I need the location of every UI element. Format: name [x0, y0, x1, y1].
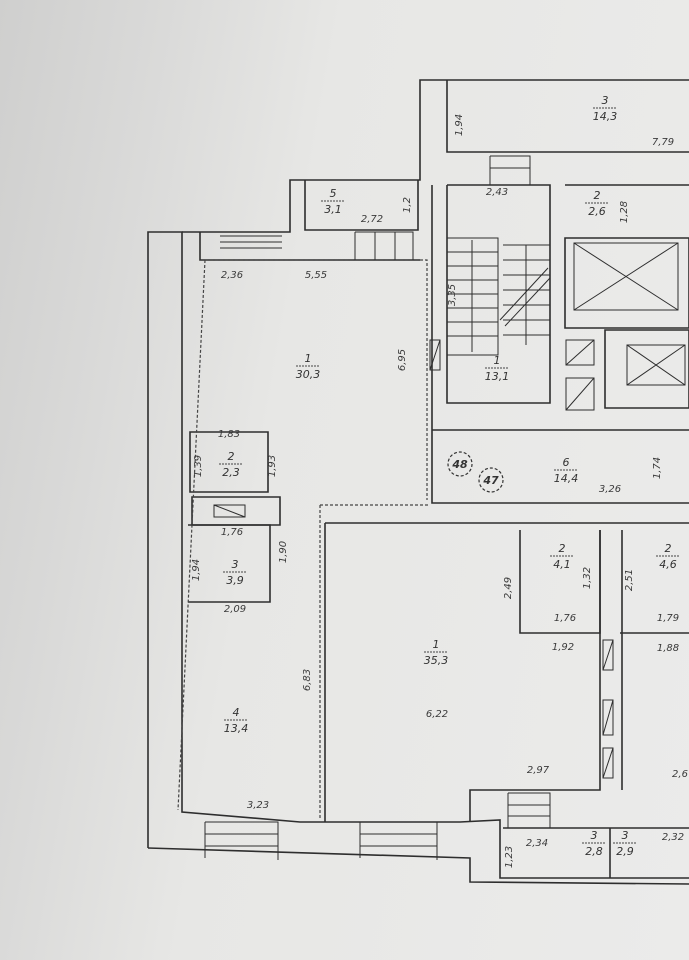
room-area: 3,1 [324, 203, 342, 216]
dimension-label: 1,39 [193, 455, 204, 477]
room-number: 2 [559, 542, 566, 555]
room-label: 53,1 [321, 187, 345, 216]
dashed-boundaries [177, 259, 430, 820]
dimension-label: 2,43 [486, 187, 508, 198]
dimension-label: 1,92 [552, 642, 574, 653]
room-label: 33,9 [223, 558, 247, 587]
room-label: 24,1 [550, 542, 574, 571]
dimension-label: 1,76 [221, 527, 243, 538]
room-number: 5 [330, 187, 337, 200]
room-number: 1 [494, 354, 501, 367]
room-number: 6 [563, 456, 570, 469]
walls [147, 79, 689, 885]
dimension-label: 1,79 [657, 613, 679, 624]
room-area: 2,6 [588, 205, 606, 218]
elevator-shafts [565, 242, 686, 411]
room-area: 3,9 [226, 574, 244, 587]
dimension-label: 1,94 [191, 559, 202, 581]
room-area: 35,3 [424, 654, 449, 667]
room-area: 4,6 [659, 558, 677, 571]
dimension-label: 2,32 [662, 832, 684, 843]
room-number: 1 [305, 352, 312, 365]
dimension-label: 7,79 [652, 137, 674, 148]
dimension-label: 1,94 [454, 114, 465, 136]
dimension-label: 1,88 [657, 643, 679, 654]
room-number: 2 [594, 189, 601, 202]
dimension-label: 2,34 [526, 838, 548, 849]
dimension-label: 6,83 [302, 669, 313, 691]
room-label: 32,8 [582, 829, 606, 858]
room-area: 14,4 [554, 472, 579, 485]
room-label: 24,6 [656, 542, 680, 571]
dimension-label: 1,76 [554, 613, 576, 624]
windows [204, 155, 551, 860]
dimension-label: 1,90 [278, 541, 289, 563]
room-area: 30,3 [296, 368, 321, 381]
room-labels: 314,353,122,6113,1130,322,3614,433,9413,… [191, 94, 688, 868]
apartment-number: 47 [482, 474, 499, 487]
room-number: 4 [233, 706, 240, 719]
dimension-label: 6,22 [426, 709, 448, 720]
room-label: 22,6 [585, 189, 609, 218]
dimension-label: 3,35 [447, 284, 458, 306]
dimension-label: 1,74 [652, 457, 663, 479]
dimension-label: 5,55 [305, 270, 327, 281]
room-area: 2,8 [585, 845, 603, 858]
dimension-label: 1,23 [504, 846, 515, 868]
apartment-number: 48 [451, 458, 468, 471]
room-area: 4,1 [553, 558, 571, 571]
dimension-label: 1,2 [402, 197, 413, 213]
room-label: 22,3 [219, 450, 243, 479]
staircase [447, 237, 551, 356]
dimension-label: 2,49 [503, 577, 514, 599]
dimension-label: 2,51 [624, 569, 635, 591]
dimension-label: 6,95 [397, 349, 408, 371]
room-area: 13,4 [224, 722, 249, 735]
room-label: 135,3 [424, 638, 449, 667]
room-label: 614,4 [554, 456, 579, 485]
room-number: 3 [622, 829, 629, 842]
apartment-markers: 48 47 [447, 451, 504, 493]
dimension-label: 2,72 [361, 214, 383, 225]
room-area: 13,1 [485, 370, 510, 383]
dimension-label: 1,83 [218, 429, 240, 440]
room-label: 314,3 [593, 94, 618, 123]
dimension-label: 2,6 [672, 769, 688, 780]
dimension-label: 2,36 [221, 270, 243, 281]
room-number: 3 [591, 829, 598, 842]
dimension-label: 2,09 [224, 604, 246, 615]
room-area: 2,9 [616, 845, 634, 858]
dimension-label: 1,32 [582, 567, 593, 589]
apartment-marker-circle [478, 467, 504, 493]
dimension-label: 1,93 [267, 455, 278, 477]
dimension-label: 3,26 [599, 484, 621, 495]
room-number: 3 [602, 94, 609, 107]
room-area: 14,3 [593, 110, 618, 123]
room-label: 32,9 [613, 829, 637, 858]
room-label: 130,3 [296, 352, 321, 381]
room-number: 2 [228, 450, 235, 463]
room-area: 2,3 [222, 466, 240, 479]
apartment-marker-circle [447, 451, 473, 477]
dimension-label: 2,97 [527, 765, 550, 776]
ventilation-ducts [213, 339, 614, 779]
room-number: 3 [232, 558, 239, 571]
room-label: 413,4 [224, 706, 249, 735]
room-number: 2 [665, 542, 672, 555]
dimension-label: 1,28 [619, 201, 630, 223]
room-number: 1 [433, 638, 440, 651]
dimension-label: 3,23 [247, 800, 269, 811]
room-label: 113,1 [485, 354, 510, 383]
